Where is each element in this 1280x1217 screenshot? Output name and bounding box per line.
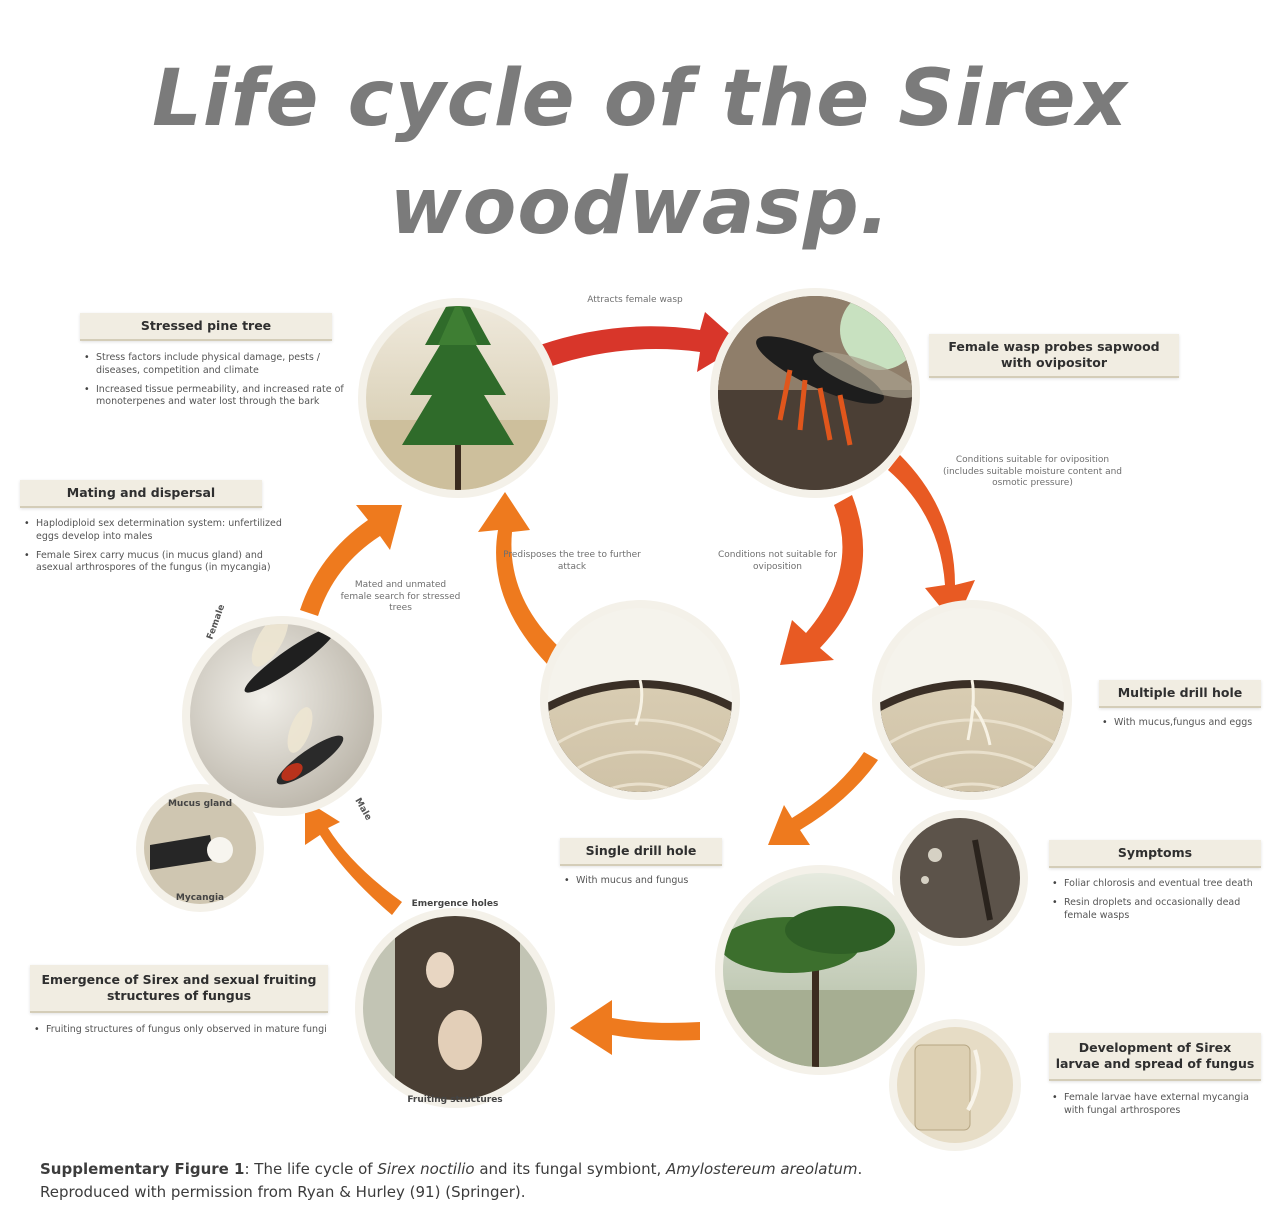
note-mated: Mated and unmated female search for stre… [340,580,461,614]
stressed-pine-bullets: Stress factors include physical damage, … [82,352,361,415]
caption-text-a: : The life cycle of [244,1160,378,1178]
female-wasp-probe-image [710,288,920,498]
mating-bullet-2: Female Sirex carry mucus (in mucus gland… [24,550,284,576]
caption-fungus: Amylostereum areolatum [666,1160,858,1178]
multiple-drill-image [872,600,1072,800]
note-suitable: Conditions suitable for oviposition (inc… [942,455,1123,489]
caption-label: Supplementary Figure 1 [40,1160,245,1178]
emergence-holes-label: Emergence holes [412,899,499,909]
arrow-mated-search [300,505,402,616]
emergence-image: Emergence holes Fruiting structures [355,899,555,1108]
title-line-2: woodwasp. [389,162,891,252]
male-label: Male [352,797,373,823]
resin-symptom-image [892,810,1028,946]
female-probes-heading: Female wasp probes sapwood with oviposit… [929,334,1179,378]
multiple-drill-bullets: With mucus,fungus and eggs [1100,717,1264,736]
emergence-bullets: Fruiting structures of fungus only obser… [32,1024,346,1043]
development-bullets: Female larvae have external mycangia wit… [1050,1092,1264,1124]
figure-caption: Supplementary Figure 1: The life cycle o… [40,1158,862,1205]
arrow-attract [540,312,742,372]
note-attract: Attracts female wasp [587,295,683,305]
arrow-from-multiple-drill [768,752,878,845]
caption-text-b: and its fungal symbiont, [474,1160,667,1178]
stressed-pine-bullet-2: Increased tissue permeability, and incre… [84,384,361,410]
stressed-pine-bullet-1: Stress factors include physical damage, … [84,352,361,378]
symptoms-bullet-1: Foliar chlorosis and eventual tree death [1052,878,1274,891]
stressed-pine-image [358,298,558,498]
note-predisposes: Predisposes the tree to further attack [503,550,641,572]
caption-species: Sirex noctilio [377,1160,475,1178]
note-not-suitable: Conditions not suitable for oviposition [717,550,838,572]
mating-bullets: Haplodiploid sex determination system: u… [22,518,284,581]
arrow-to-mating [305,800,402,915]
arrow-predisposes [478,492,562,665]
multiple-drill-bullet-1: With mucus,fungus and eggs [1102,717,1264,730]
mucus-gland-label: Mucus gland [168,799,232,809]
single-drill-bullets: With mucus and fungus [562,875,746,894]
development-heading: Development of Sirex larvae and spread o… [1049,1033,1261,1081]
symptoms-bullet-2: Resin droplets and occasionally dead fem… [1052,897,1274,923]
larvae-development-image [889,1019,1021,1151]
single-drill-image [540,600,740,800]
mating-heading: Mating and dispersal [20,480,262,508]
symptoms-forest-image [715,865,925,1075]
development-bullet-1: Female larvae have external mycangia wit… [1052,1092,1264,1118]
arrow-to-emergence [570,1000,700,1055]
arrow-to-multiple-drill [888,455,975,625]
title-line-1: Life cycle of the Sirex [152,54,1128,144]
symptoms-bullets: Foliar chlorosis and eventual tree death… [1050,878,1274,928]
fruiting-structures-label: Fruiting structures [407,1095,502,1105]
single-drill-heading: Single drill hole [560,838,722,866]
emergence-bullet-1: Fruiting structures of fungus only obser… [34,1024,346,1037]
caption-text-c: . [857,1160,863,1178]
arrow-to-single-drill [780,495,864,665]
mating-image: Female Male [182,603,382,822]
caption-line-2: Reproduced with permission from Ryan & H… [40,1183,526,1202]
single-drill-bullet-1: With mucus and fungus [564,875,746,888]
stressed-pine-heading: Stressed pine tree [80,313,332,341]
multiple-drill-heading: Multiple drill hole [1099,680,1261,708]
mating-bullet-1: Haplodiploid sex determination system: u… [24,518,284,544]
mycangia-label: Mycangia [176,893,224,903]
emergence-heading: Emergence of Sirex and sexual fruiting s… [30,965,328,1013]
symptoms-heading: Symptoms [1049,840,1261,868]
mucus-gland-image: Mucus gland Mycangia [136,784,264,912]
